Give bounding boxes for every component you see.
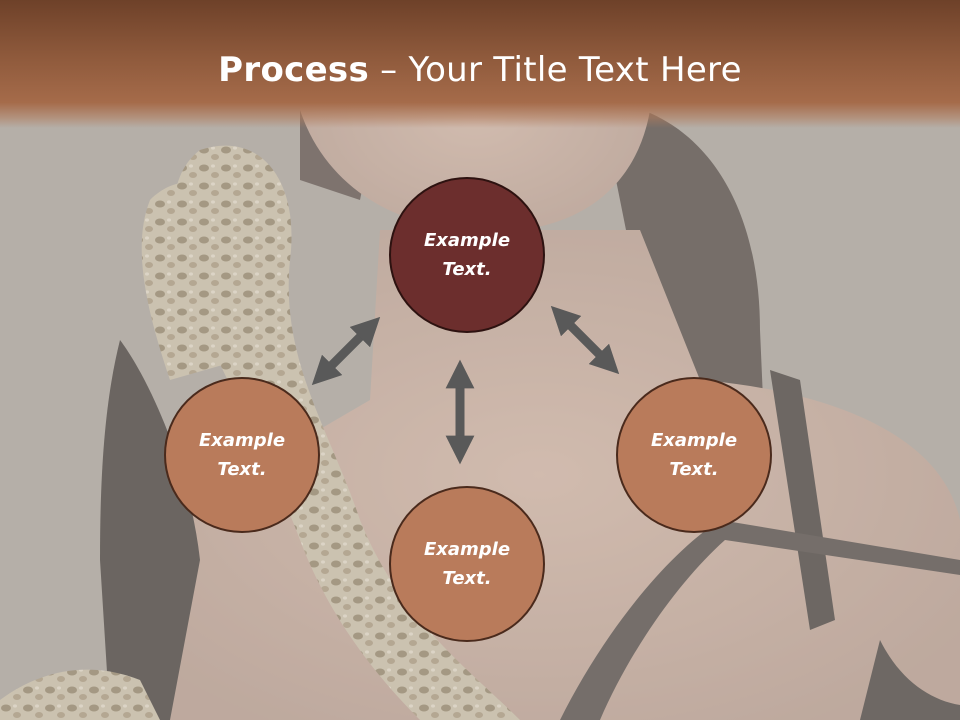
node-label: Example Text. bbox=[412, 535, 522, 593]
node-label-line2: Text. bbox=[442, 568, 492, 589]
node-label: Example Text. bbox=[639, 426, 749, 484]
title-bold: Process bbox=[218, 50, 370, 90]
node-label-line1: Example bbox=[423, 230, 511, 251]
node-label-line1: Example bbox=[198, 430, 286, 451]
node-label: Example Text. bbox=[412, 226, 522, 284]
node-label-line2: Text. bbox=[217, 459, 267, 480]
node-label-line1: Example bbox=[650, 430, 738, 451]
process-node-bottom: Example Text. bbox=[389, 486, 545, 642]
process-node-right: Example Text. bbox=[616, 377, 772, 533]
arrow-top-right bbox=[550, 305, 620, 375]
slide-title: Process – Your Title Text Here bbox=[0, 50, 960, 90]
node-label-line1: Example bbox=[423, 539, 511, 560]
title-bar bbox=[0, 0, 960, 128]
node-label: Example Text. bbox=[187, 426, 297, 484]
node-label-line2: Text. bbox=[442, 259, 492, 280]
title-rest: – Your Title Text Here bbox=[369, 50, 742, 90]
process-node-left: Example Text. bbox=[164, 377, 320, 533]
node-label-line2: Text. bbox=[669, 459, 719, 480]
arrow-top-left bbox=[311, 316, 381, 386]
process-node-top: Example Text. bbox=[389, 177, 545, 333]
